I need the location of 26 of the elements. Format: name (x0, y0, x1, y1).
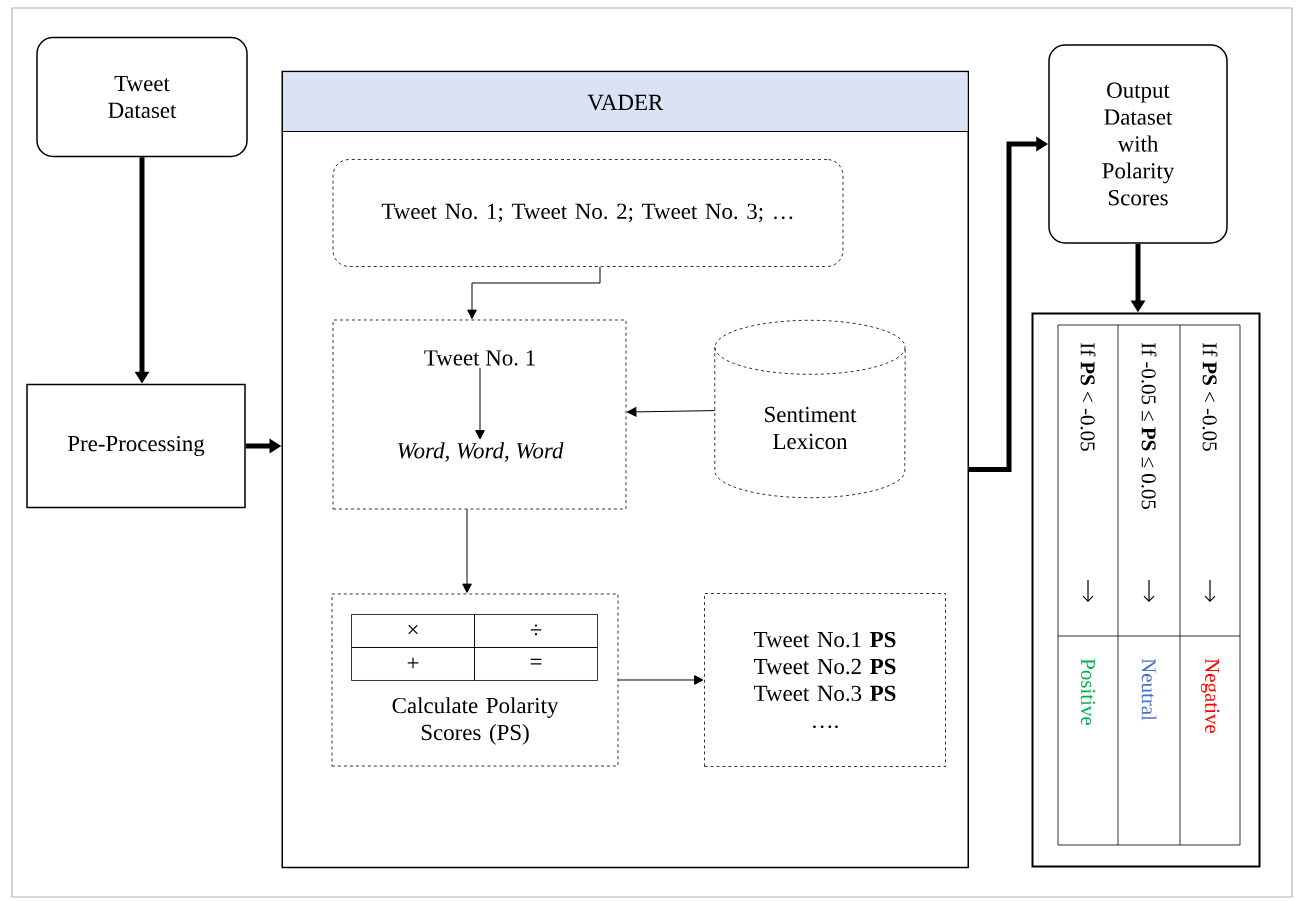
output-box: Tweet No.1 PS Tweet No.2 PS Tweet No.3 PS …. (704, 593, 946, 767)
arrow (462, 508, 472, 593)
table-text: If PS < -0.05 (1202, 342, 1218, 451)
arrow (475, 367, 485, 440)
result-table (1031, 312, 1261, 868)
step-text: Tweet No. 1 (424, 350, 535, 366)
table-text: Positive (1081, 658, 1096, 725)
arrow (467, 266, 601, 319)
arrow (627, 407, 716, 417)
step-text: Word, Word, Word (398, 442, 564, 462)
database-cylinder: Sentiment Lexicon (714, 319, 906, 499)
table-text: Negative (1200, 658, 1220, 733)
start-box: Tweet Dataset (36, 36, 248, 158)
table-text: If -0.05 ≤ PS ≤ 0.05 (1141, 342, 1157, 509)
start-box: Output Dataset with Polarity Scores (1048, 44, 1228, 244)
table-cell: ÷ (474, 614, 598, 648)
table-cell: × (351, 614, 475, 648)
process-box: Pre-Processing (26, 383, 246, 509)
table-cell: + (351, 647, 475, 681)
table-cell: = (474, 647, 598, 681)
arrow (617, 675, 704, 685)
node-label: Sentiment Lexicon (765, 406, 857, 450)
process-box (332, 319, 627, 510)
table-text: If PS < -0.05 (1080, 342, 1096, 451)
input-box: Tweet No. 1; Tweet No. 2; Tweet No. 3; … (332, 159, 844, 267)
table-text: Neutral (1141, 658, 1157, 721)
